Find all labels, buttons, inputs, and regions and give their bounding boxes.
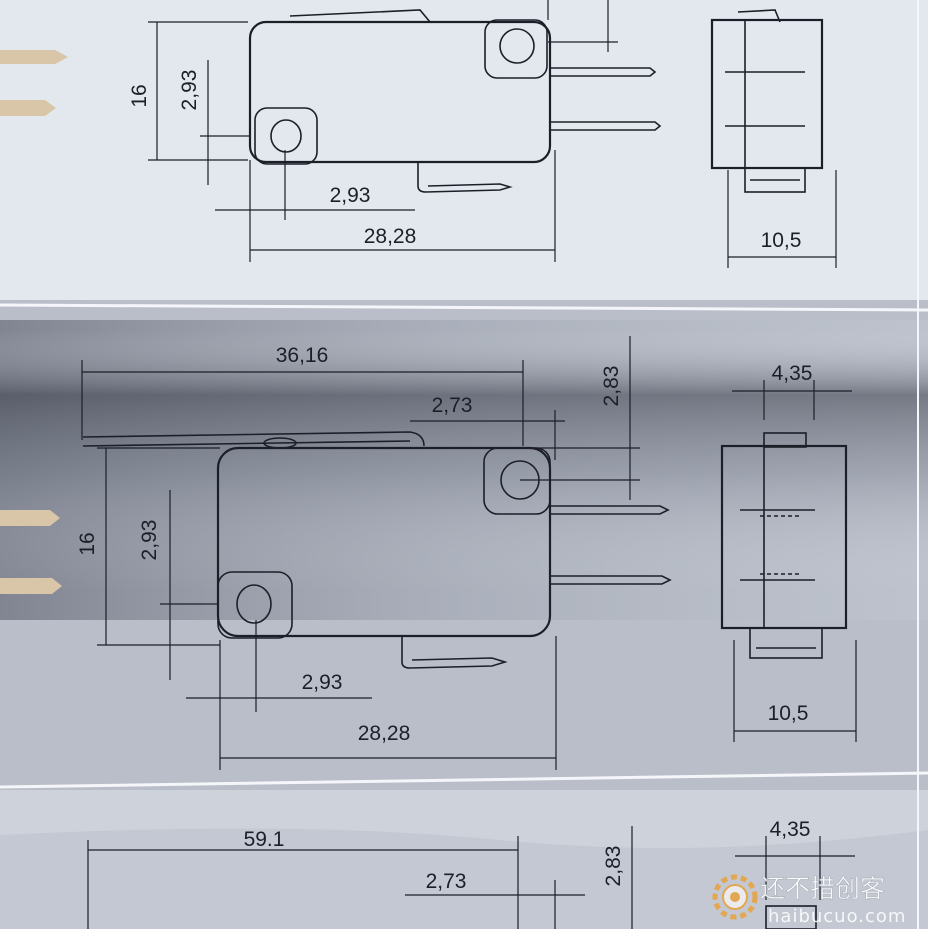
terminal-tabs-top (0, 50, 68, 116)
bottom-dimension-lines (87, 826, 855, 929)
top-dimension-lines (148, 0, 618, 262)
middle-hole-offset-horizontal: 2,93 (302, 671, 343, 694)
watermark-text: 还不措创客 (760, 874, 885, 903)
middle-side-width: 10,5 (768, 702, 809, 725)
top-switch-front-view (248, 9, 662, 193)
middle-lever-offset: 2,73 (432, 394, 473, 417)
bottom-top-hole-offset: 2,83 (602, 846, 625, 887)
watermark-gear-icon (712, 874, 758, 920)
middle-side-thickness: 4,35 (772, 362, 813, 385)
watermark: 还不措创客 haibucuo.com (712, 874, 906, 927)
top-height-dimension: 16 (128, 84, 151, 107)
terminal-tabs-middle (0, 510, 62, 594)
watermark-url: haibucuo.com (768, 906, 906, 927)
middle-top-hole-offset: 2,83 (600, 366, 623, 407)
top-body-length: 28,28 (364, 225, 417, 248)
bottom-lever-length: 59.1 (244, 828, 285, 851)
middle-lever-length: 36,16 (276, 344, 329, 367)
bottom-lever-offset: 2,73 (426, 870, 467, 893)
middle-hole-offset-vertical: 2,93 (138, 520, 161, 561)
middle-body-length: 28,28 (358, 722, 411, 745)
middle-switch-front-view (82, 431, 672, 669)
bottom-side-thickness: 4,35 (770, 818, 811, 841)
top-hole-offset-vertical: 2,93 (178, 70, 201, 111)
top-hole-offset-horizontal: 2,93 (330, 184, 371, 207)
top-side-width: 10,5 (761, 229, 802, 252)
middle-switch-side-view (720, 380, 857, 742)
middle-dimension-lines (81, 336, 640, 770)
middle-height-dimension: 16 (76, 532, 99, 555)
top-switch-side-view (710, 9, 837, 268)
